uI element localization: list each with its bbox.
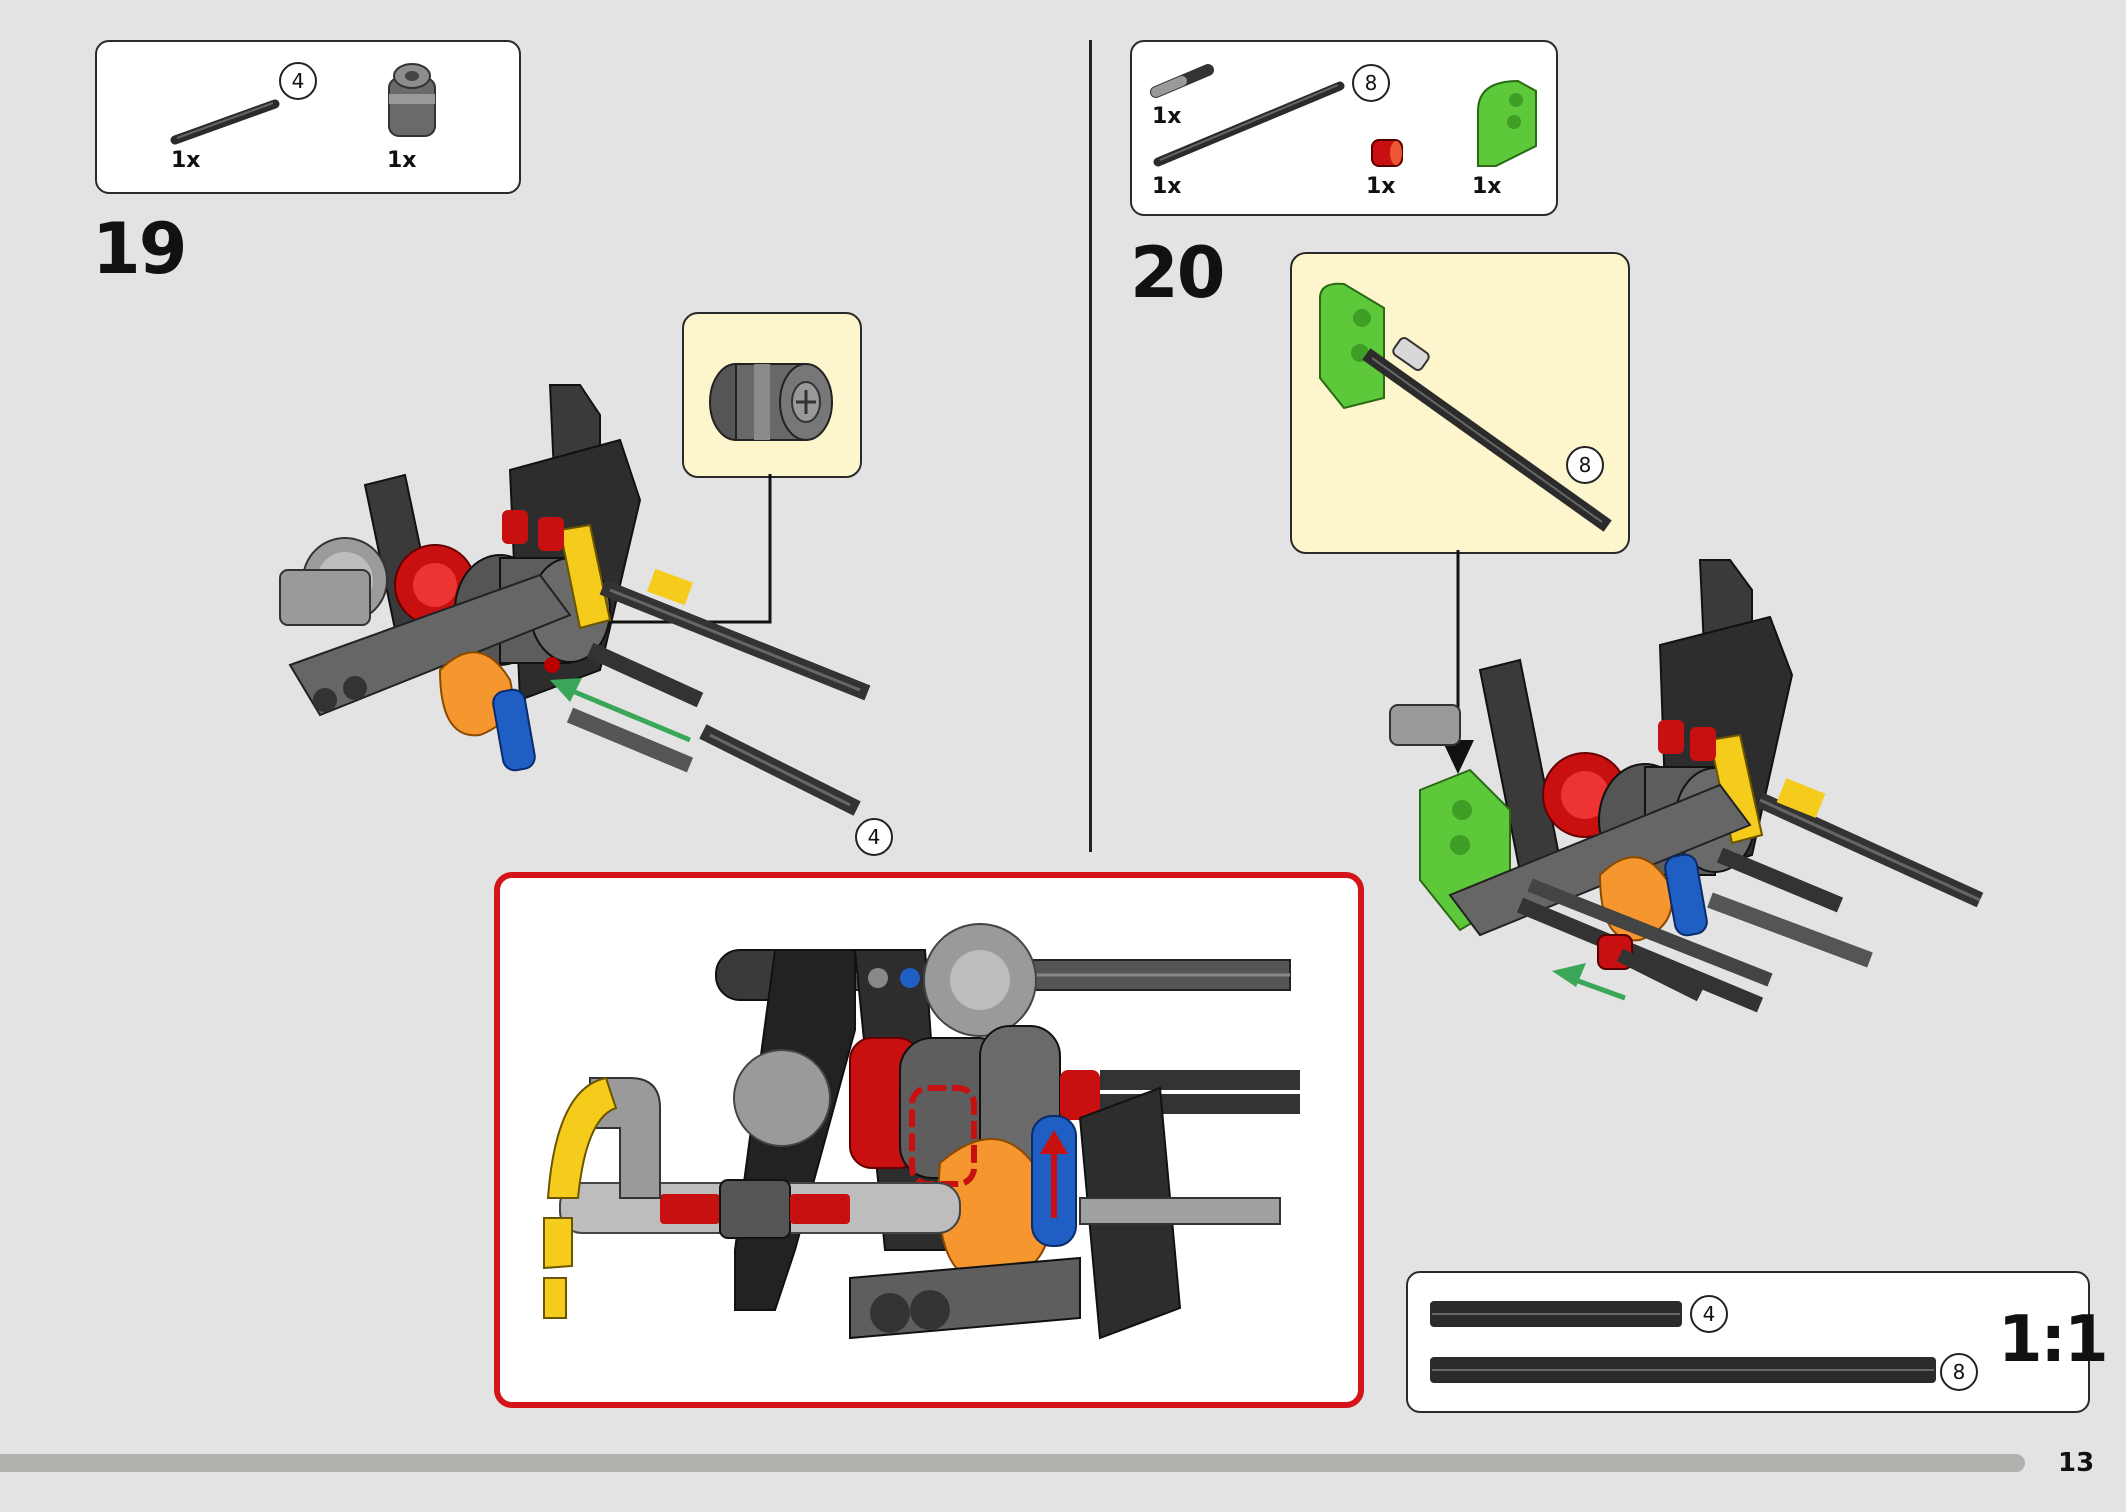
step-divider bbox=[1089, 40, 1092, 852]
part-qty: 1x bbox=[1366, 174, 1396, 199]
axle-pin-part bbox=[1150, 64, 1214, 98]
length-badge: 8 bbox=[1566, 446, 1604, 484]
length-badge: 4 bbox=[855, 818, 893, 856]
step20-parts-list: 1x 8 1x 1x 1x bbox=[1130, 40, 1558, 216]
step20-callout bbox=[1290, 252, 1630, 554]
bush-gear-part bbox=[388, 63, 436, 137]
detail-highlight-box bbox=[494, 872, 1364, 1408]
step19-assembly bbox=[279, 384, 871, 816]
axle-8-part bbox=[1153, 81, 1345, 167]
part-qty: 1x bbox=[1472, 174, 1502, 199]
axle-4-part bbox=[170, 99, 280, 145]
step19-parts-list: 4 1x 1x bbox=[95, 40, 521, 194]
detail-view-illustration bbox=[543, 923, 1300, 1340]
lime-panel-with-axle bbox=[1319, 282, 1612, 532]
scale-box: 4 8 bbox=[1406, 1271, 2090, 1413]
length-badge: 4 bbox=[1690, 1295, 1728, 1333]
step20-assembly bbox=[1389, 559, 1984, 1013]
step-number: 20 bbox=[1130, 232, 1225, 314]
part-qty: 1x bbox=[387, 148, 417, 173]
axle-4-scale bbox=[1430, 1301, 1682, 1327]
length-badge: 4 bbox=[279, 62, 317, 100]
length-badge: 8 bbox=[1352, 64, 1390, 102]
part-qty: 1x bbox=[1152, 174, 1182, 199]
page-number: 13 bbox=[2058, 1448, 2095, 1478]
part-qty: 1x bbox=[171, 148, 201, 173]
scale-label: 1:1 bbox=[1998, 1303, 2109, 1377]
step19-callout bbox=[682, 312, 862, 478]
red-bush-part bbox=[1371, 139, 1403, 167]
axle-8-scale bbox=[1430, 1357, 1936, 1383]
footer-progress-bar bbox=[0, 1454, 2025, 1472]
bush-gear-part bbox=[709, 363, 833, 441]
lime-panel-part bbox=[1477, 79, 1537, 167]
step-number: 19 bbox=[92, 208, 187, 290]
length-badge: 8 bbox=[1940, 1353, 1978, 1391]
part-qty: 1x bbox=[1152, 104, 1182, 129]
